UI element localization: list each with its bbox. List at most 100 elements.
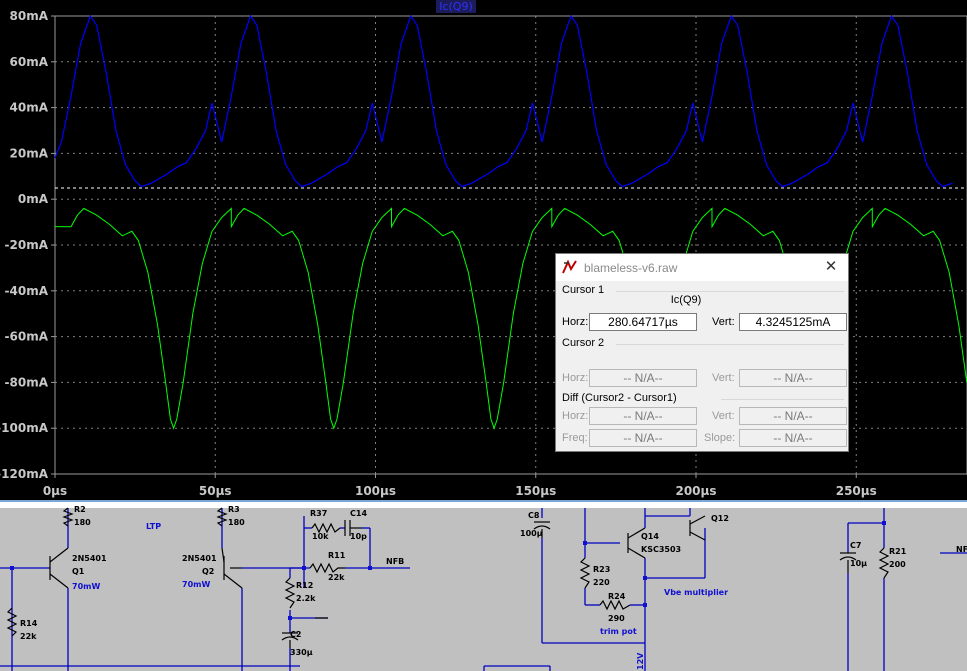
x-tick-label: 200µs <box>675 484 716 498</box>
x-tick-label: 250µs <box>836 484 877 498</box>
cursor-window[interactable]: blameless-v6.raw ✕ Cursor 1 Ic(Q9) Horz:… <box>555 253 849 452</box>
cursor2-group-label: Cursor 2 <box>562 337 605 349</box>
label-r11: R11 <box>328 551 346 560</box>
label-r37: R37 <box>310 509 327 518</box>
schematic-components <box>6 507 890 648</box>
y-axis-labels: 80mA 60mA 40mA 20mA 0mA -20mA -40mA -60mA -80mA -… <box>0 9 49 481</box>
label-r23: R23 <box>593 565 610 574</box>
close-icon[interactable]: ✕ <box>824 258 838 275</box>
diff-slope-label: Slope: <box>704 432 736 444</box>
label-r2: R2 <box>74 505 86 514</box>
y-tick-label: 0mA <box>18 192 49 206</box>
label-r12: R12 <box>296 581 313 590</box>
cursor1-vert-field[interactable]: 4.3245125mA <box>739 313 847 331</box>
cursor1-vert-label: Vert: <box>712 316 735 328</box>
label-c2: C2 <box>290 630 301 639</box>
cursor2-horz-field[interactable]: -- N/A-- <box>589 369 697 387</box>
diff-slope-field[interactable]: -- N/A-- <box>739 429 847 447</box>
label-c14-value: 10p <box>350 532 367 541</box>
label-r2-value: 180 <box>74 518 91 527</box>
label-nfb-2: NF <box>956 545 967 554</box>
label-c14: C14 <box>350 509 367 518</box>
label-trim-pot: trim pot <box>600 627 637 636</box>
label-r3-value: 180 <box>228 518 245 527</box>
cursor-window-title: blameless-v6.raw <box>584 260 678 275</box>
x-tick-label: 0µs <box>43 484 67 498</box>
y-tick-label: 20mA <box>10 146 49 160</box>
x-tick-label: 150µs <box>515 484 556 498</box>
y-tick-label: -20mA <box>5 238 49 252</box>
label-r23-value: 220 <box>593 578 610 587</box>
y-tick-label: -40mA <box>5 284 49 298</box>
x-tick-label: 100µs <box>355 484 396 498</box>
cursor2-horz-label: Horz: <box>562 372 589 384</box>
waveform-plot[interactable]: 80mA 60mA 40mA 20mA 0mA -20mA -40mA -60mA -80mA -… <box>0 0 967 500</box>
label-q2-power: 70mW <box>182 580 210 589</box>
diff-group-label: Diff (Cursor2 - Cursor1) <box>562 392 677 404</box>
label-nfb: NFB <box>386 557 404 566</box>
ltspice-app-icon <box>562 259 577 274</box>
y-tick-label: 40mA <box>10 101 49 115</box>
cursor2-group-line <box>616 344 844 345</box>
label-r11-value: 22k <box>328 573 345 582</box>
schematic-junctions <box>10 521 886 620</box>
label-q1-part: 2N5401 <box>72 554 107 563</box>
label-vbe-multiplier: Vbe multiplier <box>664 588 728 597</box>
y-tick-label: -60mA <box>5 330 49 344</box>
diff-vert-label: Vert: <box>712 410 735 422</box>
y-tick-label: 80mA <box>10 9 49 23</box>
y-tick-label: 60mA <box>10 55 49 69</box>
label-r14-value: 22k <box>20 632 37 641</box>
label-r21-value: 200 <box>889 560 906 569</box>
cursor1-group-label: Cursor 1 <box>562 284 605 296</box>
label-r3: R3 <box>228 505 240 514</box>
y-tick-label: -120mA <box>0 467 49 481</box>
x-axis-labels: 0µs 50µs 100µs 150µs 200µs 250µs <box>43 484 877 498</box>
label-q12: Q12 <box>711 514 729 523</box>
label-r12-value: 2.2k <box>296 594 316 603</box>
cursor1-horz-field[interactable]: 280.64717µs <box>589 313 697 331</box>
trace-label-bg <box>436 0 476 13</box>
label-q14: Q14 <box>641 532 659 541</box>
label-r37-value: 10k <box>312 532 329 541</box>
label-q1-power: 70mW <box>72 582 100 591</box>
pane-splitter[interactable] <box>0 500 967 508</box>
label-12v: 12V <box>636 652 645 670</box>
label-q1: Q1 <box>72 567 85 576</box>
cursor2-vert-label: Vert: <box>712 372 735 384</box>
diff-group-line <box>721 399 844 400</box>
cursor1-trace-name: Ic(Q9) <box>670 294 702 306</box>
label-c7: C7 <box>850 541 861 550</box>
label-q2-part: 2N5401 <box>182 554 217 563</box>
plot-canvas[interactable]: 80mA 60mA 40mA 20mA 0mA -20mA -40mA -60mA -80mA -… <box>0 0 967 500</box>
cursor-window-titlebar[interactable]: blameless-v6.raw ✕ <box>556 254 848 281</box>
diff-freq-label: Freq: <box>562 432 588 444</box>
label-r14: R14 <box>20 619 38 628</box>
label-c2-value: 330µ <box>290 648 313 657</box>
plot-grid <box>51 15 967 478</box>
label-q2: Q2 <box>202 567 214 576</box>
trace-ic-q9[interactable] <box>54 14 953 188</box>
diff-freq-field[interactable]: -- N/A-- <box>589 429 697 447</box>
label-c8: C8 <box>528 511 540 520</box>
schematic-wires <box>0 508 967 671</box>
label-c7-value: 10µ <box>850 559 867 568</box>
plot-frame <box>54 15 967 475</box>
label-q14-part: KSC3503 <box>641 545 681 554</box>
diff-horz-field[interactable]: -- N/A-- <box>589 407 697 425</box>
x-tick-label: 50µs <box>199 484 232 498</box>
label-r21: R21 <box>889 547 907 556</box>
schematic-pane[interactable]: R2 180 LTP R3 180 2N5401 Q1 70mW 2N5401 … <box>0 505 967 671</box>
cursor1-group-line <box>616 291 844 292</box>
label-r24: R24 <box>608 592 626 601</box>
diff-horz-label: Horz: <box>562 410 589 422</box>
cursor2-vert-field[interactable]: -- N/A-- <box>739 369 847 387</box>
trace-label[interactable]: Ic(Q9) <box>439 0 473 13</box>
y-tick-label: -80mA <box>5 375 49 389</box>
cursor1-horz-label: Horz: <box>562 316 589 328</box>
diff-vert-field[interactable]: -- N/A-- <box>739 407 847 425</box>
label-c8-value: 100µ <box>520 529 543 538</box>
schematic-canvas[interactable]: R2 180 LTP R3 180 2N5401 Q1 70mW 2N5401 … <box>0 505 967 671</box>
label-r24-value: 290 <box>608 614 625 623</box>
label-ltp: LTP <box>146 522 161 531</box>
